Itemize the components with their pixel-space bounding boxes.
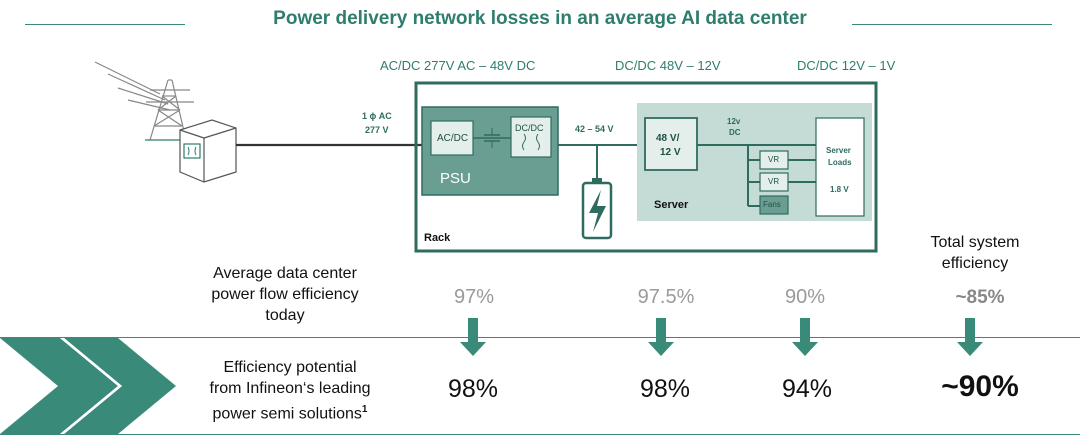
current-efficiency-acdc: 97%	[453, 286, 495, 308]
input-label-phase: 1 ϕ AC	[362, 111, 392, 121]
current-row-label-line-2: power flow efficiency	[211, 286, 359, 303]
fans-block	[759, 195, 789, 215]
dc12-label-1: 12v	[727, 117, 741, 126]
dc12-label-2: DC	[729, 128, 741, 137]
potential-efficiency-dcdc-12: 94%	[781, 375, 833, 403]
current-efficiency-total: ~85%	[955, 287, 1005, 308]
potential-row-label-line-2: from Infineon‘s leading	[209, 380, 371, 397]
arrow-down-icon	[648, 318, 674, 356]
converter-48v-label-2: 12 V	[660, 147, 681, 158]
dcdc-block-label: DC/DC	[515, 123, 544, 133]
arrow-down-icon	[792, 318, 818, 356]
potential-row-label: Efficiency potential from Infineon‘s lea…	[180, 357, 400, 424]
current-efficiency-dcdc-12: 90%	[784, 286, 826, 308]
arrow-down-icon	[957, 318, 983, 356]
server-label: Server	[654, 199, 689, 211]
rack-frame	[414, 81, 878, 253]
transmission-tower-icon	[94, 61, 194, 141]
vr-label-2: VR	[768, 177, 780, 186]
vr-block-1	[759, 150, 789, 170]
converter-48v-label-1: 48 V/	[656, 133, 680, 144]
potential-row-label-text: power semi solutions	[212, 405, 362, 423]
potential-row-label-line-3: power semi solutions1	[180, 399, 400, 424]
chevron-arrows-icon	[0, 338, 176, 434]
total-label-line-2: efficiency	[941, 255, 1009, 272]
bus-voltage-label: 42 – 54 V	[575, 124, 614, 134]
acdc-block	[430, 120, 474, 156]
psu-label: PSU	[440, 170, 471, 187]
potential-efficiency-acdc: 98%	[447, 375, 499, 403]
stage-label-acdc: AC/DC 277V AC – 48V DC	[380, 58, 536, 73]
current-row-label: Average data center power flow efficienc…	[175, 263, 395, 326]
battery-icon	[581, 178, 613, 240]
rack-label: Rack	[424, 232, 451, 244]
total-label: Total system efficiency	[900, 232, 1050, 274]
converter-48v-block	[644, 117, 698, 171]
input-label-voltage: 277 V	[365, 125, 389, 135]
server-loads-label-1: Server	[826, 146, 851, 155]
down-arrows	[460, 318, 983, 356]
stage-label-dcdc-12: DC/DC 12V – 1V	[797, 58, 896, 73]
total-label-line-1: Total system	[930, 234, 1020, 251]
stage-label-dcdc-48: DC/DC 48V – 12V	[615, 58, 721, 73]
vr-block-2	[759, 172, 789, 192]
acdc-block-label: AC/DC	[437, 133, 469, 144]
server-loads-label-2: Loads	[828, 158, 852, 167]
dcdc-block	[510, 116, 552, 158]
current-row-label-line-3: today	[265, 307, 305, 324]
potential-efficiency-total: ~90%	[941, 370, 1019, 403]
server-loads-block	[815, 117, 865, 217]
current-row-label-line-1: Average data center	[213, 265, 357, 282]
potential-row-label-line-1: Efficiency potential	[223, 359, 357, 376]
title-rule-left	[25, 24, 185, 25]
title-rule-right	[852, 24, 1052, 25]
bottom-divider	[0, 434, 1080, 435]
potential-efficiency-dcdc-48: 98%	[639, 375, 691, 403]
arrow-down-icon	[460, 318, 486, 356]
footnote-marker: 1	[361, 404, 368, 415]
vr-label-1: VR	[768, 155, 780, 164]
server-loads-voltage: 1.8 V	[830, 185, 849, 194]
current-efficiency-dcdc-48: 97.5%	[637, 286, 695, 308]
transformer-icon	[179, 119, 237, 183]
section-divider	[0, 337, 1080, 338]
power-diagram	[94, 61, 878, 253]
page-title: Power delivery network losses in an aver…	[273, 8, 807, 29]
fans-label: Fans	[763, 200, 781, 209]
